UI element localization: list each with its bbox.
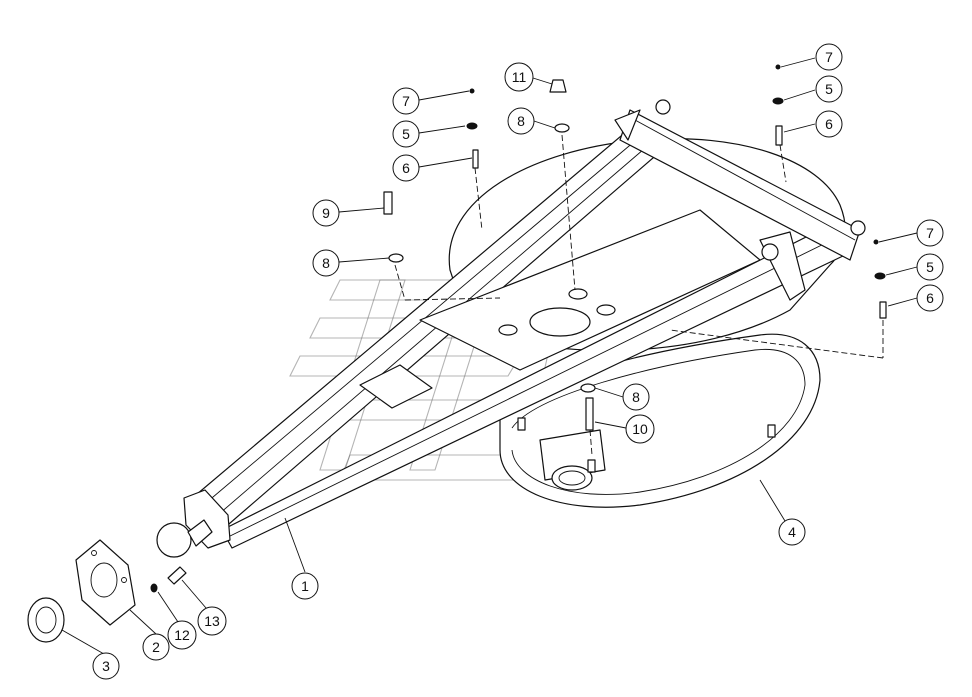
svg-text:3: 3 xyxy=(102,658,110,674)
callout-5-top-right: 5 xyxy=(783,75,843,103)
svg-text:6: 6 xyxy=(825,116,833,132)
callout-8-bottom: 8 xyxy=(594,383,650,411)
svg-text:6: 6 xyxy=(926,290,934,306)
svg-text:8: 8 xyxy=(632,389,640,405)
a-frame-arm xyxy=(156,99,866,558)
bearing-ring xyxy=(27,597,65,643)
svg-text:5: 5 xyxy=(402,126,410,142)
svg-text:5: 5 xyxy=(926,259,934,275)
callout-10: 10 xyxy=(594,414,655,444)
svg-text:6: 6 xyxy=(402,160,410,176)
callout-6-right: 6 xyxy=(887,284,944,312)
callout-7-left: 7 xyxy=(392,87,470,115)
callout-3: 3 xyxy=(61,629,120,680)
svg-text:11: 11 xyxy=(512,69,527,85)
callout-6-left: 6 xyxy=(392,154,473,182)
svg-text:4: 4 xyxy=(788,524,796,540)
callout-11: 11 xyxy=(504,62,553,92)
svg-text:7: 7 xyxy=(825,49,833,65)
callout-2: 2 xyxy=(129,609,170,661)
callout-12: 12 xyxy=(157,591,197,650)
assembly-lines xyxy=(394,134,884,456)
svg-text:12: 12 xyxy=(174,627,190,643)
callout-13: 13 xyxy=(181,579,227,636)
callout-7-right: 7 xyxy=(878,219,944,247)
callout-6-top-right: 6 xyxy=(783,110,843,138)
svg-text:13: 13 xyxy=(204,613,220,629)
callout-4: 4 xyxy=(759,479,806,546)
svg-text:8: 8 xyxy=(517,113,525,129)
guard-plate xyxy=(499,333,821,508)
fasteners-front xyxy=(150,566,187,593)
bearing-flange xyxy=(75,539,136,626)
hardware-stacks xyxy=(383,64,887,431)
svg-text:7: 7 xyxy=(402,93,410,109)
callout-8-top: 8 xyxy=(507,107,556,135)
callout-8-left: 8 xyxy=(312,249,390,277)
svg-text:7: 7 xyxy=(926,225,934,241)
svg-text:5: 5 xyxy=(825,81,833,97)
callout-5-left: 5 xyxy=(392,120,466,148)
callout-9: 9 xyxy=(312,199,385,227)
callout-5-right: 5 xyxy=(885,253,944,281)
svg-text:2: 2 xyxy=(152,639,160,655)
svg-text:8: 8 xyxy=(322,255,330,271)
svg-text:1: 1 xyxy=(301,578,309,594)
svg-text:9: 9 xyxy=(322,205,330,221)
svg-text:10: 10 xyxy=(632,421,648,437)
callout-7-top-right: 7 xyxy=(780,43,843,71)
callouts: 1 2 3 4 5 5 5 xyxy=(61,43,944,680)
callout-1: 1 xyxy=(284,517,319,600)
